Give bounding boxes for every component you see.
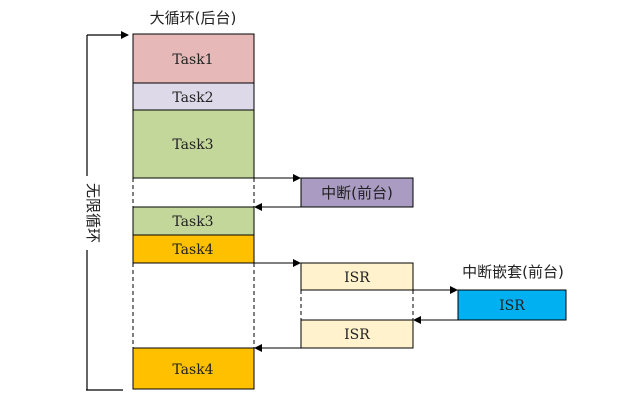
- task2-label: Task2: [172, 90, 213, 106]
- task3-label: Task3: [172, 137, 213, 153]
- task3-resume-block: [132, 206, 255, 236]
- interrupt-label: 中断(前台): [321, 184, 393, 202]
- isr-block: [300, 262, 414, 291]
- nested-interrupt-label: 中断嵌套(前台): [462, 263, 564, 281]
- loop-bracket: [86, 31, 129, 391]
- task4-label: Task4: [172, 242, 213, 258]
- task4-resume-label: Task4: [172, 362, 213, 378]
- dashed-gaps: [132, 178, 414, 348]
- isr-resume-label: ISR: [344, 327, 370, 343]
- loop-label: 无限循环: [84, 183, 102, 243]
- task3-block: [132, 109, 255, 179]
- task1-label: Task1: [172, 52, 213, 68]
- task3-resume-label: Task3: [172, 214, 213, 230]
- nested-isr-label: ISR: [499, 298, 525, 314]
- task4-block: [132, 234, 255, 264]
- task1-block: [132, 33, 255, 84]
- isr-resume-block: [300, 319, 414, 349]
- title: 大循环(后台): [150, 9, 237, 27]
- interrupt-block: [300, 177, 414, 208]
- nested-isr-block: [457, 289, 567, 321]
- task4-resume-block: [132, 347, 255, 390]
- isr-label: ISR: [344, 270, 370, 286]
